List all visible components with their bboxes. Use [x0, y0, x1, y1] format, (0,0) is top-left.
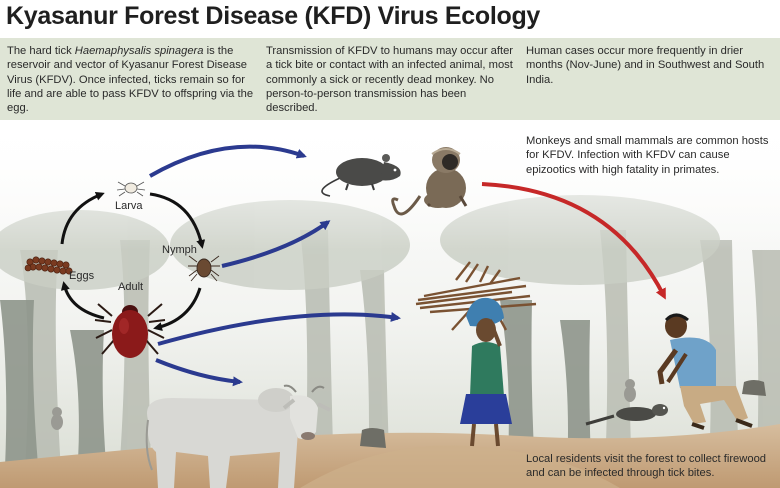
note-hosts: Monkeys and small mammals are common hos… [526, 135, 769, 176]
info-seasonality: Human cases occur more frequently in dri… [526, 45, 765, 86]
label-eggs: Eggs [69, 270, 95, 282]
monkey-to-human-arrow [481, 182, 666, 300]
info-tick-text-pre: The hard tick [7, 45, 75, 57]
note-residents: Local residents visit the forest to coll… [526, 453, 767, 480]
transmission-arrows [149, 144, 401, 387]
adult-tick-icon [94, 303, 166, 358]
nymph-icon [188, 255, 220, 282]
tree-stump [742, 380, 766, 396]
info-band [0, 38, 780, 120]
woman-with-firewood-icon [415, 261, 537, 447]
info-transmission: Transmission of KFDV to humans may occur… [266, 45, 514, 115]
info-tick-text-post: is the reservoir and vector of Kyasanur … [7, 45, 254, 115]
page-title: Kyasanur Forest Disease (KFD) Virus Ecol… [6, 2, 541, 30]
label-adult: Adult [118, 281, 144, 293]
label-larva: Larva [115, 200, 143, 212]
mongoose-icon [585, 404, 668, 426]
rodent-icon [321, 154, 401, 197]
man-crouching-icon [657, 313, 753, 430]
tree-stump [360, 428, 386, 448]
eggs-icon [24, 256, 73, 275]
info-tick-vector: The hard tick Haemaphysalis spinagera is… [7, 44, 259, 115]
larva-icon [116, 181, 146, 197]
monkey-icon [391, 147, 468, 216]
cow-icon [145, 384, 331, 488]
background-monkey-icon [51, 379, 636, 430]
label-nymph: Nymph [162, 244, 197, 256]
tick-lifecycle [24, 181, 220, 358]
tick-species-name: Haemaphysalis spinagera [74, 45, 204, 57]
